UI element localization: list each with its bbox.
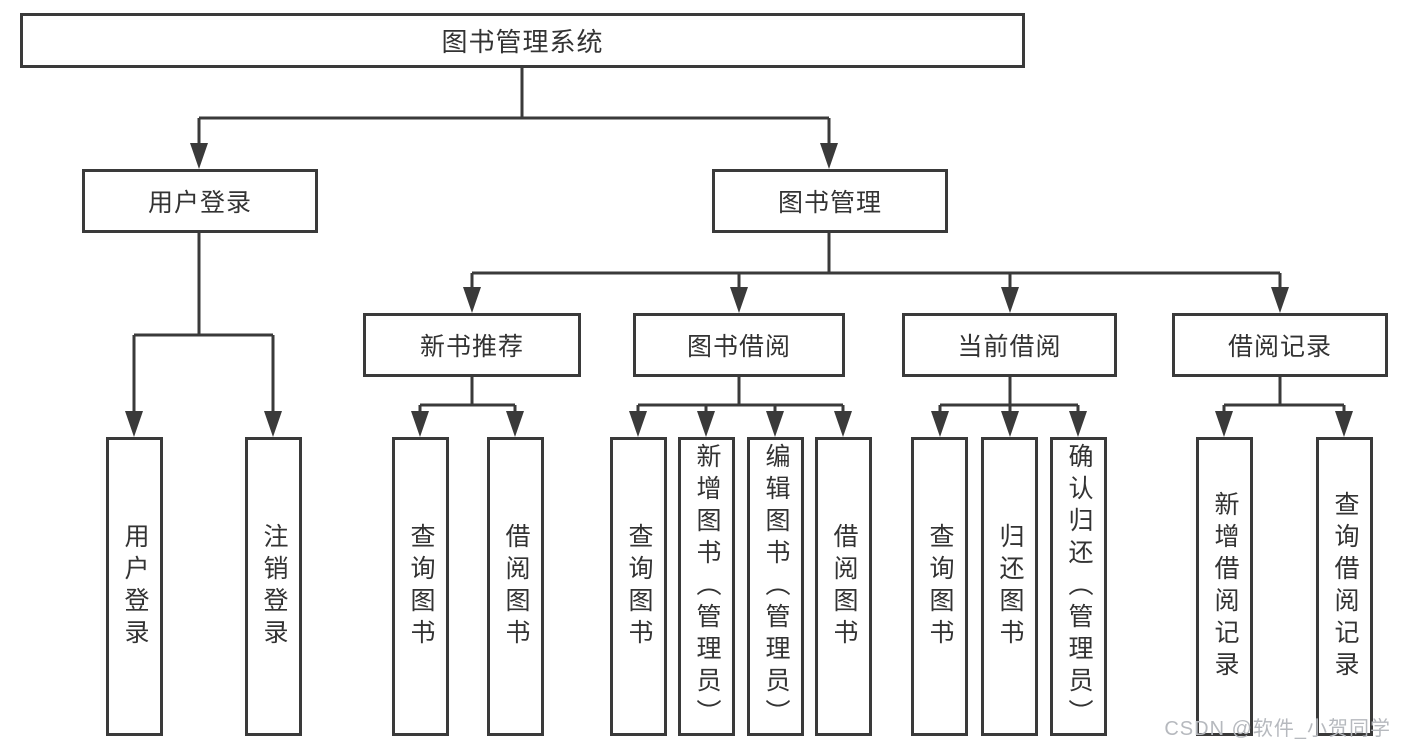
- leaf-current-return-book: 归还图书: [981, 437, 1038, 736]
- node-label: 归还图书: [996, 522, 1024, 651]
- leaf-records-query-record: 查询借阅记录: [1316, 437, 1373, 736]
- node-label: 新增图书（管理员）: [693, 442, 721, 731]
- node-label: 新增借阅记录: [1211, 490, 1239, 683]
- connector-path: [132, 68, 1346, 413]
- leaf-newbook-borrow-book: 借阅图书: [487, 437, 544, 736]
- node-label: 查询图书: [926, 522, 954, 651]
- leaf-current-query-book: 查询图书: [911, 437, 968, 736]
- node-label: 编辑图书（管理员）: [762, 442, 790, 731]
- node-label: 借阅图书: [502, 522, 530, 651]
- node-new-book-recommend: 新书推荐: [363, 313, 581, 377]
- node-current-borrow: 当前借阅: [902, 313, 1117, 377]
- watermark: CSDN @软件_小贺同学: [1164, 718, 1391, 740]
- node-label: 借阅图书: [830, 522, 858, 651]
- leaf-user-login: 用户登录: [106, 437, 163, 736]
- arrowhead-triangles: [125, 143, 1353, 437]
- leaf-borrow-borrow-book: 借阅图书: [815, 437, 872, 736]
- leaf-records-add-record: 新增借阅记录: [1196, 437, 1253, 736]
- node-label: 注销登录: [260, 522, 288, 651]
- node-label: 查询借阅记录: [1331, 490, 1359, 683]
- leaf-current-confirm-return-admin: 确认归还（管理员）: [1050, 437, 1107, 736]
- node-borrow-records: 借阅记录: [1172, 313, 1388, 377]
- node-root: 图书管理系统: [20, 13, 1025, 68]
- node-user-login: 用户登录: [82, 169, 318, 233]
- node-label: 查询图书: [407, 522, 435, 651]
- node-book-borrow: 图书借阅: [633, 313, 845, 377]
- leaf-logout: 注销登录: [245, 437, 302, 736]
- leaf-newbook-query-book: 查询图书: [392, 437, 449, 736]
- leaf-borrow-edit-book-admin: 编辑图书（管理员）: [747, 437, 804, 736]
- node-label: 确认归还（管理员）: [1065, 442, 1093, 731]
- leaf-borrow-add-book-admin: 新增图书（管理员）: [678, 437, 735, 736]
- node-book-management: 图书管理: [712, 169, 948, 233]
- leaf-borrow-query-book: 查询图书: [610, 437, 667, 736]
- node-label: 用户登录: [121, 522, 149, 651]
- node-label: 查询图书: [625, 522, 653, 651]
